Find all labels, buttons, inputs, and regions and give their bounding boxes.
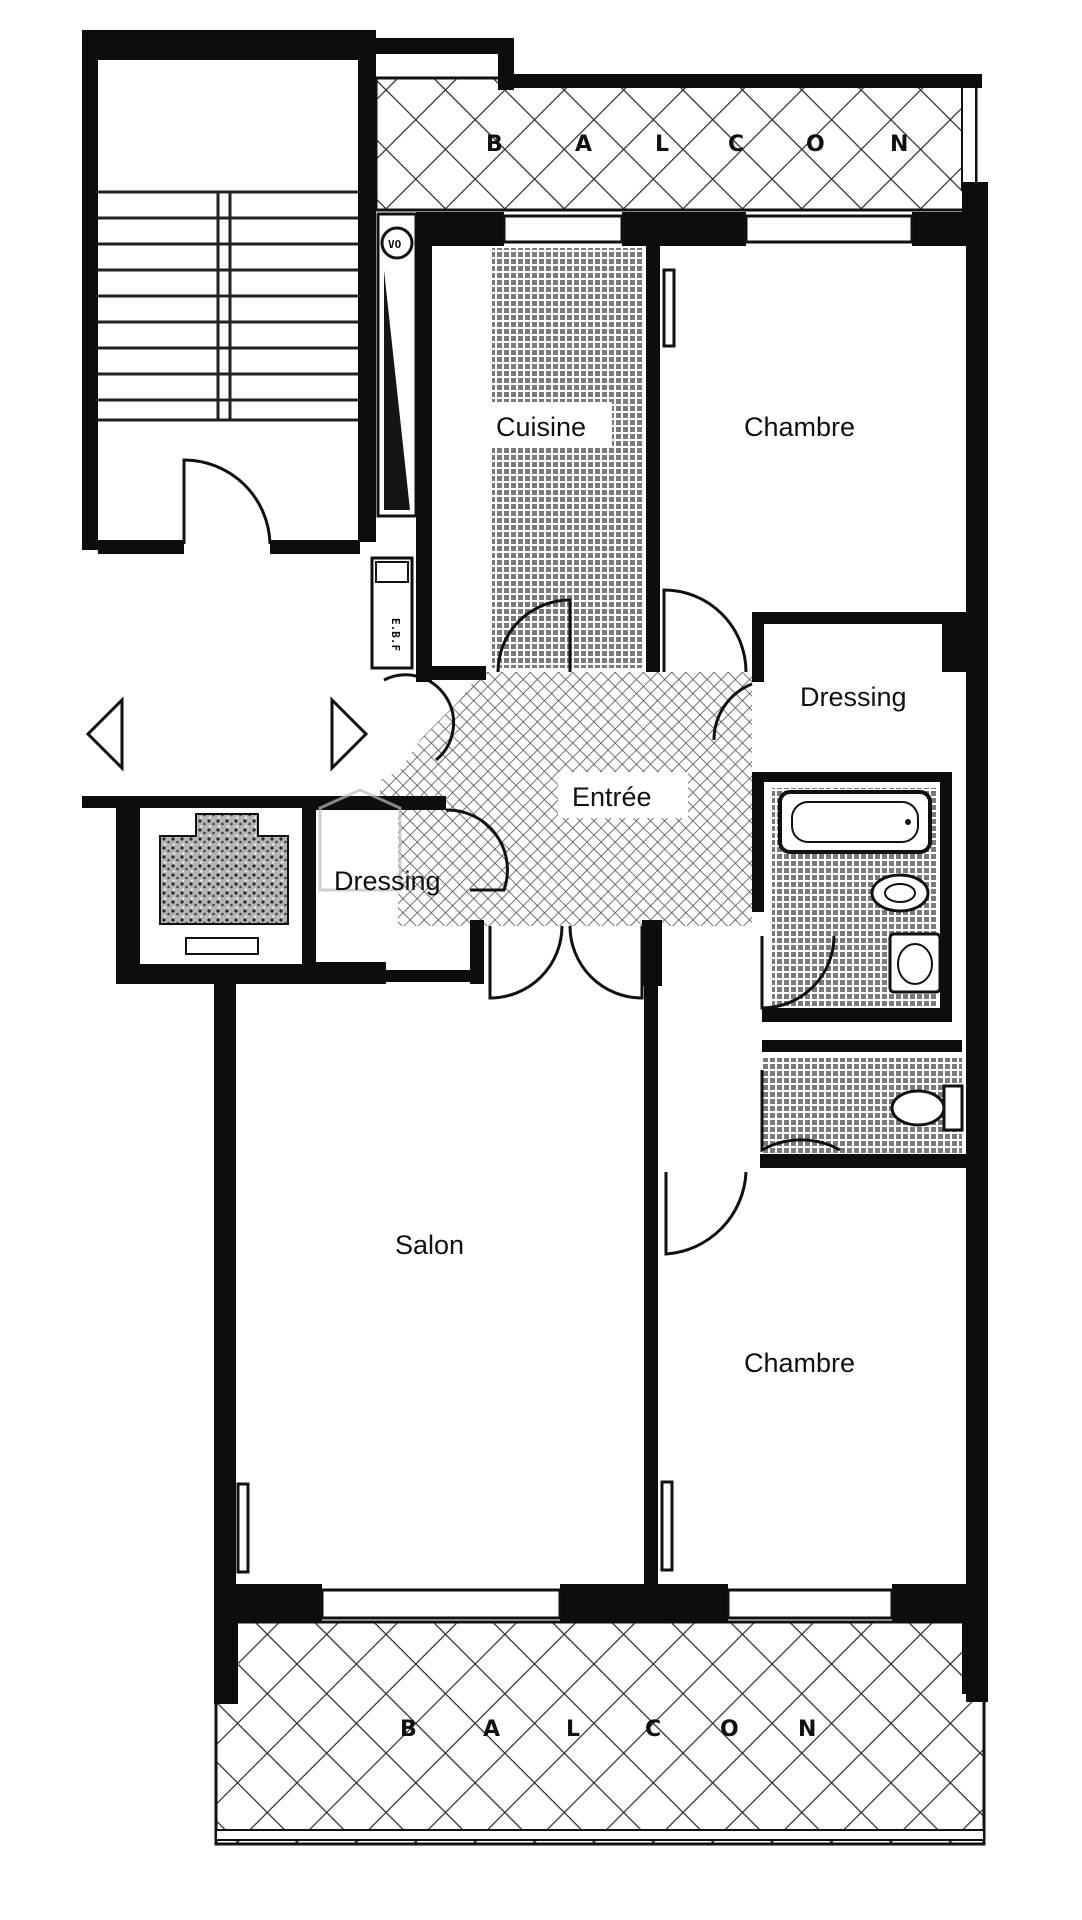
washbasin-icon xyxy=(888,932,942,994)
balcony-top-letters: B A L C O N xyxy=(486,132,908,157)
room-label-chambre-bottom: Chambre xyxy=(744,1348,855,1378)
walls xyxy=(82,30,988,1704)
vo-label: VO xyxy=(388,238,402,251)
entrance-arrows xyxy=(85,696,369,772)
balcony-bottom-letter: N xyxy=(798,1717,816,1742)
boiler-block xyxy=(159,813,289,955)
balcony-bottom-letter: C xyxy=(645,1717,661,1742)
bathtub-icon xyxy=(778,790,932,854)
doors xyxy=(182,458,841,1256)
balcony-bottom-letter: O xyxy=(720,1717,739,1742)
balcony-top-letter: A xyxy=(575,132,592,157)
balcony-top-letter: B xyxy=(486,132,503,157)
room-label-dressing-left: Dressing xyxy=(334,866,441,896)
windows xyxy=(236,214,914,1620)
balcony-bottom-letter: A xyxy=(483,1717,500,1742)
balcony-bottom-letter: L xyxy=(566,1717,580,1742)
room-label-chambre-top: Chambre xyxy=(744,412,855,442)
balcony-top-letter: L xyxy=(655,132,669,157)
room-labels: Cuisine Chambre Dressing Entrée Dressing… xyxy=(334,402,907,1378)
bidet-icon xyxy=(870,873,930,913)
room-label-entree: Entrée xyxy=(572,782,652,812)
balcony-bottom-letters: B A L C O N xyxy=(400,1717,816,1742)
room-label-dressing-right: Dressing xyxy=(800,682,907,712)
balcony-bottom-letter: B xyxy=(400,1717,417,1742)
balcony-bottom xyxy=(214,1620,986,1846)
vo-shaft: VO xyxy=(376,212,418,518)
kitchen-floor xyxy=(492,248,642,668)
ebf-label: E.B.F xyxy=(389,618,402,651)
room-label-cuisine: Cuisine xyxy=(496,412,586,442)
balcony-top-letter: C xyxy=(728,132,744,157)
room-label-salon: Salon xyxy=(395,1230,464,1260)
balcony-top xyxy=(374,76,978,212)
toilet-icon xyxy=(890,1084,964,1132)
balcony-top-letter: N xyxy=(890,132,908,157)
balcony-top-letter: O xyxy=(806,132,825,157)
staircase xyxy=(98,190,360,422)
watermark-logo xyxy=(318,788,402,892)
ebf-cupboard: E.B.F xyxy=(370,556,414,670)
